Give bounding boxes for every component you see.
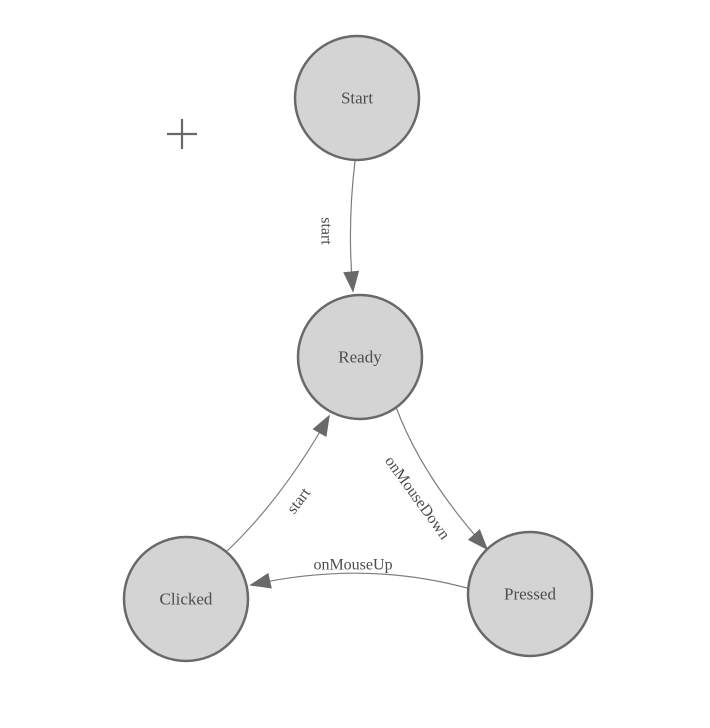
crosshair-cursor-icon: [167, 119, 197, 149]
transition-edge-clicked-to-ready[interactable]: [226, 414, 330, 552]
transition-edge-pressed-to-clicked[interactable]: [249, 572, 468, 589]
edge-label-clicked-to-ready: start: [284, 484, 314, 517]
state-node-pressed-label: Pressed: [504, 585, 556, 604]
state-node-start-label: Start: [341, 89, 373, 108]
state-node-pressed[interactable]: Pressed: [466, 530, 594, 658]
state-node-clicked-circle[interactable]: [122, 535, 250, 663]
state-node-ready[interactable]: Ready: [296, 293, 424, 421]
state-node-start-circle[interactable]: [293, 34, 421, 162]
transition-edge-start-to-ready[interactable]: [343, 160, 360, 293]
state-node-start[interactable]: Start: [293, 34, 421, 162]
edge-label-pressed-to-clicked: onMouseUp: [313, 557, 392, 574]
state-node-ready-label: Ready: [338, 348, 382, 367]
edge-label-start-to-ready: start: [318, 217, 335, 245]
transition-edge-ready-to-pressed[interactable]: [395, 406, 489, 551]
state-node-pressed-circle[interactable]: [466, 530, 594, 658]
state-node-clicked[interactable]: Clicked: [122, 535, 250, 663]
edge-label-ready-to-pressed: onMouseDown: [381, 453, 453, 543]
state-node-ready-circle[interactable]: [296, 293, 424, 421]
state-node-clicked-label: Clicked: [160, 590, 213, 609]
